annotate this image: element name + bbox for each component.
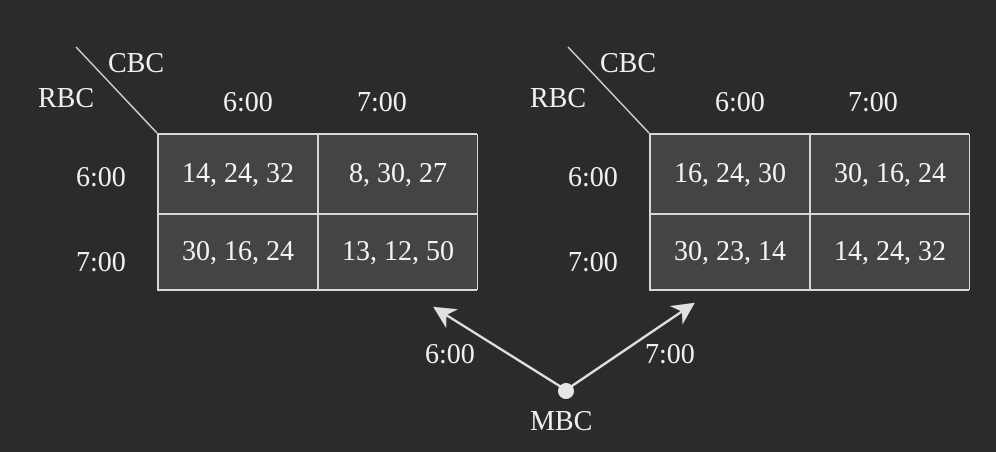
left-row-player-label: RBC	[38, 83, 95, 114]
right-row-header-1: 6:00	[568, 162, 618, 193]
right-col-player-label: CBC	[600, 48, 657, 79]
right-payoff-matrix: 16, 24, 30 30, 16, 24 30, 23, 14 14, 24,…	[649, 133, 970, 291]
root-label: MBC	[530, 406, 593, 437]
right-cell-r2c1: 30, 23, 14	[650, 214, 810, 290]
right-cell-r1c1: 16, 24, 30	[650, 134, 810, 214]
branch-left-label: 6:00	[425, 339, 475, 370]
left-col-player-label: CBC	[108, 48, 165, 79]
right-col-header-1: 6:00	[715, 87, 765, 118]
right-row-header-2: 7:00	[568, 247, 618, 278]
right-cell-r2c2: 14, 24, 32	[810, 214, 970, 290]
left-row-header-1: 6:00	[76, 162, 126, 193]
left-cell-r1c2: 8, 30, 27	[318, 134, 478, 214]
left-col-header-2: 7:00	[357, 87, 407, 118]
left-cell-r1c1: 14, 24, 32	[158, 134, 318, 214]
root-node	[558, 383, 574, 399]
right-cell-r1c2: 30, 16, 24	[810, 134, 970, 214]
right-row-player-label: RBC	[530, 83, 587, 114]
branch-right-label: 7:00	[645, 339, 695, 370]
left-row-header-2: 7:00	[76, 247, 126, 278]
left-cell-r2c1: 30, 16, 24	[158, 214, 318, 290]
right-col-header-2: 7:00	[848, 87, 898, 118]
left-col-header-1: 6:00	[223, 87, 273, 118]
left-cell-r2c2: 13, 12, 50	[318, 214, 478, 290]
left-payoff-matrix: 14, 24, 32 8, 30, 27 30, 16, 24 13, 12, …	[157, 133, 478, 291]
